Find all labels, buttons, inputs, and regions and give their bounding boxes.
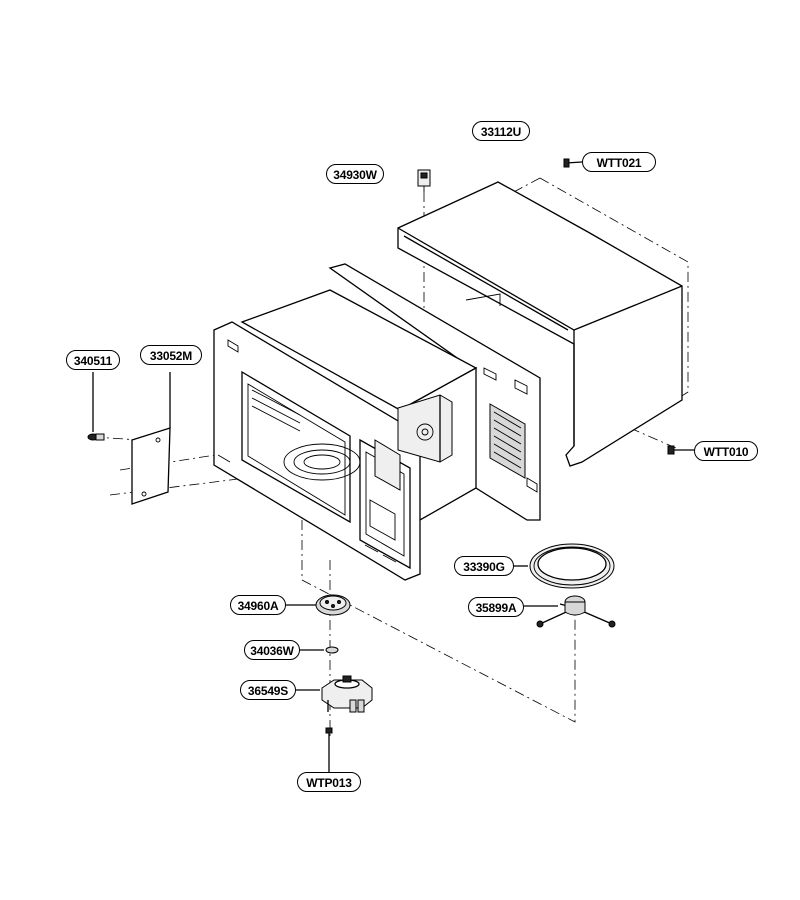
part-label-35899a: 35899A	[468, 597, 524, 617]
part-label-33112u: 33112U	[472, 121, 530, 141]
part-label-340511: 340511	[66, 350, 120, 370]
part-label-34960a: 34960A	[230, 595, 286, 615]
panel-33052m	[131, 372, 171, 505]
part-label-wtt021: WTT021	[582, 152, 656, 172]
screw-340511	[87, 372, 105, 441]
roller-ring-33390g	[514, 543, 615, 589]
part-label-wtt010: WTT010	[694, 441, 758, 461]
part-label-34930w: 34930W	[326, 164, 384, 184]
part-label-wtp013: WTP013	[297, 772, 361, 792]
part-label-34036w: 34036W	[244, 640, 300, 660]
screw-wtp013	[325, 727, 333, 772]
outer-case-cover	[397, 181, 683, 467]
vent-grill	[489, 403, 526, 479]
part-label-33390g: 33390G	[454, 556, 514, 576]
screw-wtt021	[563, 158, 583, 168]
screw-wtt010	[667, 445, 694, 455]
part-label-33052m: 33052M	[140, 345, 202, 365]
clip-34930w	[417, 169, 431, 192]
oven-cavity-assembly	[213, 263, 541, 581]
part-label-36549s: 36549S	[240, 680, 296, 700]
washer-34036w	[300, 646, 339, 654]
coupler-35899a	[524, 595, 616, 628]
motor-cover-34960a	[286, 594, 351, 616]
motor-36549s	[296, 675, 373, 713]
